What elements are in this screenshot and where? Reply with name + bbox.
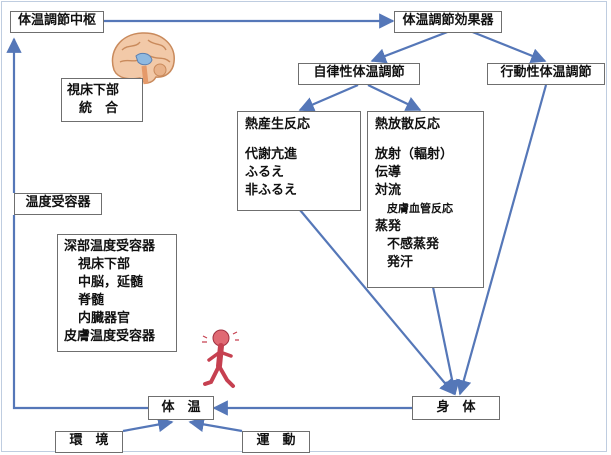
heat-loss-item: 不感蒸発 — [387, 237, 440, 252]
heat-loss-item: 伝導 — [375, 165, 402, 180]
temperature-receptor-box: 温度受容器 — [14, 193, 102, 215]
heat-loss-item: 皮膚血管反応 — [387, 202, 453, 215]
brain-illustration — [111, 32, 175, 85]
heat-production-item: 非ふるえ — [245, 183, 298, 198]
arrow-effector-to-autonomic — [370, 29, 451, 64]
hypothalamus-label: 視床下部 — [67, 83, 120, 98]
heat-loss-box: 熱放散反応 放射（輻射） 伝導 対流 皮膚血管反応 蒸発 不感蒸発 発汗 — [367, 111, 484, 288]
heat-production-box: 熱産生反応 代謝亢進 ふるえ 非ふるえ — [237, 111, 361, 211]
receptor-list-item: 深部温度受容器 — [64, 239, 156, 254]
arrow-autonomic-to-heatloss — [367, 84, 422, 111]
autonomic-thermoregulation-label: 自律性体温調節 — [313, 65, 405, 80]
receptor-list-item: 中脳，延髄 — [78, 275, 144, 290]
arrow-bodytemp-to-receptor — [12, 215, 148, 410]
receptor-list-item: 視床下部 — [78, 257, 131, 272]
exercise-label: 運 動 — [256, 433, 296, 448]
body-box: 身 体 — [412, 396, 500, 420]
heat-loss-item: 放射（輻射） — [375, 147, 454, 162]
arrow-production-to-body — [299, 209, 455, 396]
arrow-environment-to-bodytemp — [122, 416, 174, 433]
arrow-behavioral-to-body — [456, 84, 548, 396]
body-label: 身 体 — [436, 400, 476, 415]
arrow-autonomic-to-production — [298, 83, 359, 112]
behavioral-thermoregulation-box: 行動性体温調節 — [487, 63, 605, 85]
body-temperature-label: 体 温 — [161, 400, 201, 415]
heat-loss-item: 発汗 — [387, 255, 414, 270]
receptor-list-item: 内臓器官 — [78, 311, 131, 326]
temperature-receptor-label: 温度受容器 — [25, 195, 91, 210]
receptor-list-box: 深部温度受容器 視床下部 中脳，延髄 脊髄 内臓器官 皮膚温度受容器 — [57, 234, 177, 352]
heat-loss-title: 熱放散反応 — [375, 117, 441, 132]
receptor-list-item: 皮膚温度受容器 — [64, 329, 156, 344]
environment-box: 環 境 — [55, 431, 123, 453]
heat-loss-item: 蒸発 — [375, 219, 402, 234]
heat-loss-item: 対流 — [375, 183, 402, 198]
heat-production-item: 代謝亢進 — [245, 147, 298, 162]
exercising-person-illustration — [202, 329, 239, 388]
thermoregulatory-effector-box: 体温調節効果器 — [394, 11, 502, 33]
environment-label: 環 境 — [69, 433, 109, 448]
thermoregulatory-center-box: 体温調節中枢 — [10, 11, 104, 33]
arrow-effector-to-behavioral — [469, 29, 547, 64]
arrow-heatloss-to-body — [431, 286, 460, 396]
autonomic-thermoregulation-box: 自律性体温調節 — [298, 63, 420, 85]
heat-production-item: ふるえ — [245, 165, 285, 180]
behavioral-thermoregulation-label: 行動性体温調節 — [500, 65, 592, 80]
body-temperature-box: 体 温 — [148, 396, 214, 420]
arrow-exercise-to-bodytemp — [188, 416, 243, 433]
exercise-box: 運 動 — [242, 431, 310, 453]
hypothalamus-box: 視床下部 統 合 — [61, 78, 143, 122]
thermoregulatory-center-label: 体温調節中枢 — [17, 13, 96, 28]
thermoregulatory-effector-label: 体温調節効果器 — [402, 13, 494, 28]
heat-production-title: 熱産生反応 — [245, 117, 311, 132]
integration-label: 統 合 — [79, 101, 119, 116]
receptor-list-item: 脊髄 — [78, 293, 105, 308]
